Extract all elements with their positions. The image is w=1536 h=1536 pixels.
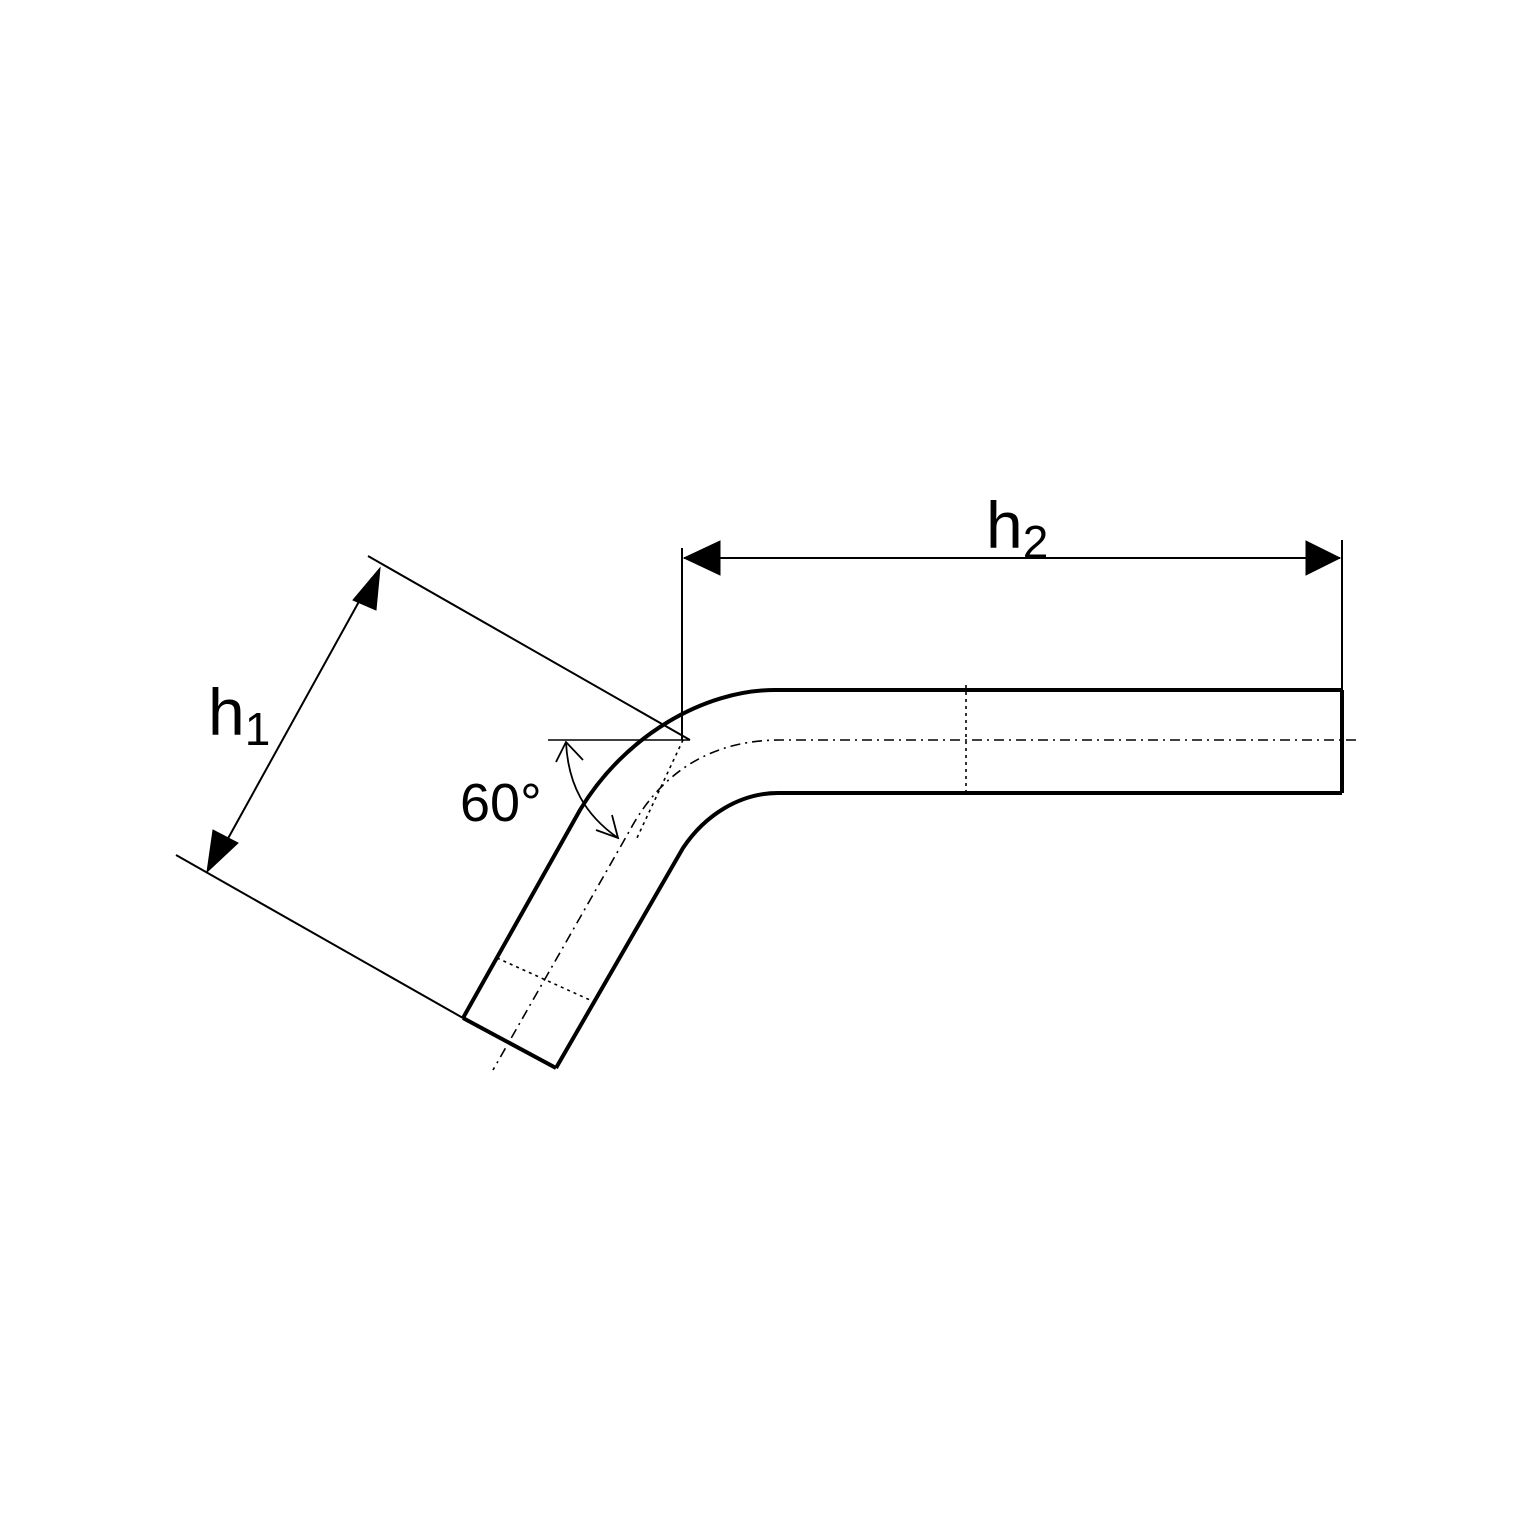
pipe-inner-edge [554,791,1342,1069]
h2-label-base: h [986,488,1023,562]
angle-arrow-bottom [595,814,620,840]
dimension-h2 [681,540,1343,740]
h1-label: h1 [208,675,270,755]
angle-indicator [555,740,620,840]
h1-dimension-line [214,577,373,863]
angle-arrow-top [555,740,584,763]
section-line-left [496,957,591,1001]
h2-arrow-right [1305,540,1342,576]
pipe-outer-edge [461,688,1342,1019]
section-lines [496,685,967,1001]
dimension-h1 [175,555,691,1019]
angle-arc [565,741,619,839]
h2-arrow-left [682,540,721,576]
h1-extension-lower [175,854,464,1019]
h1-extension-upper [367,555,691,741]
h2-label: h2 [986,488,1048,568]
centerline [492,739,1356,1071]
pipe-outline [461,688,1344,1070]
pipe-left-end [462,1016,557,1070]
centerline-path [492,739,1356,1071]
h1-arrow-upper [352,566,381,611]
angle-label: 60° [460,773,542,833]
tangent-line-bend [635,739,684,841]
h2-label-subscript: 2 [1023,516,1049,568]
h1-arrow-lower [206,829,239,874]
h1-label-base: h [208,675,245,749]
h1-label-subscript: 1 [245,703,271,755]
